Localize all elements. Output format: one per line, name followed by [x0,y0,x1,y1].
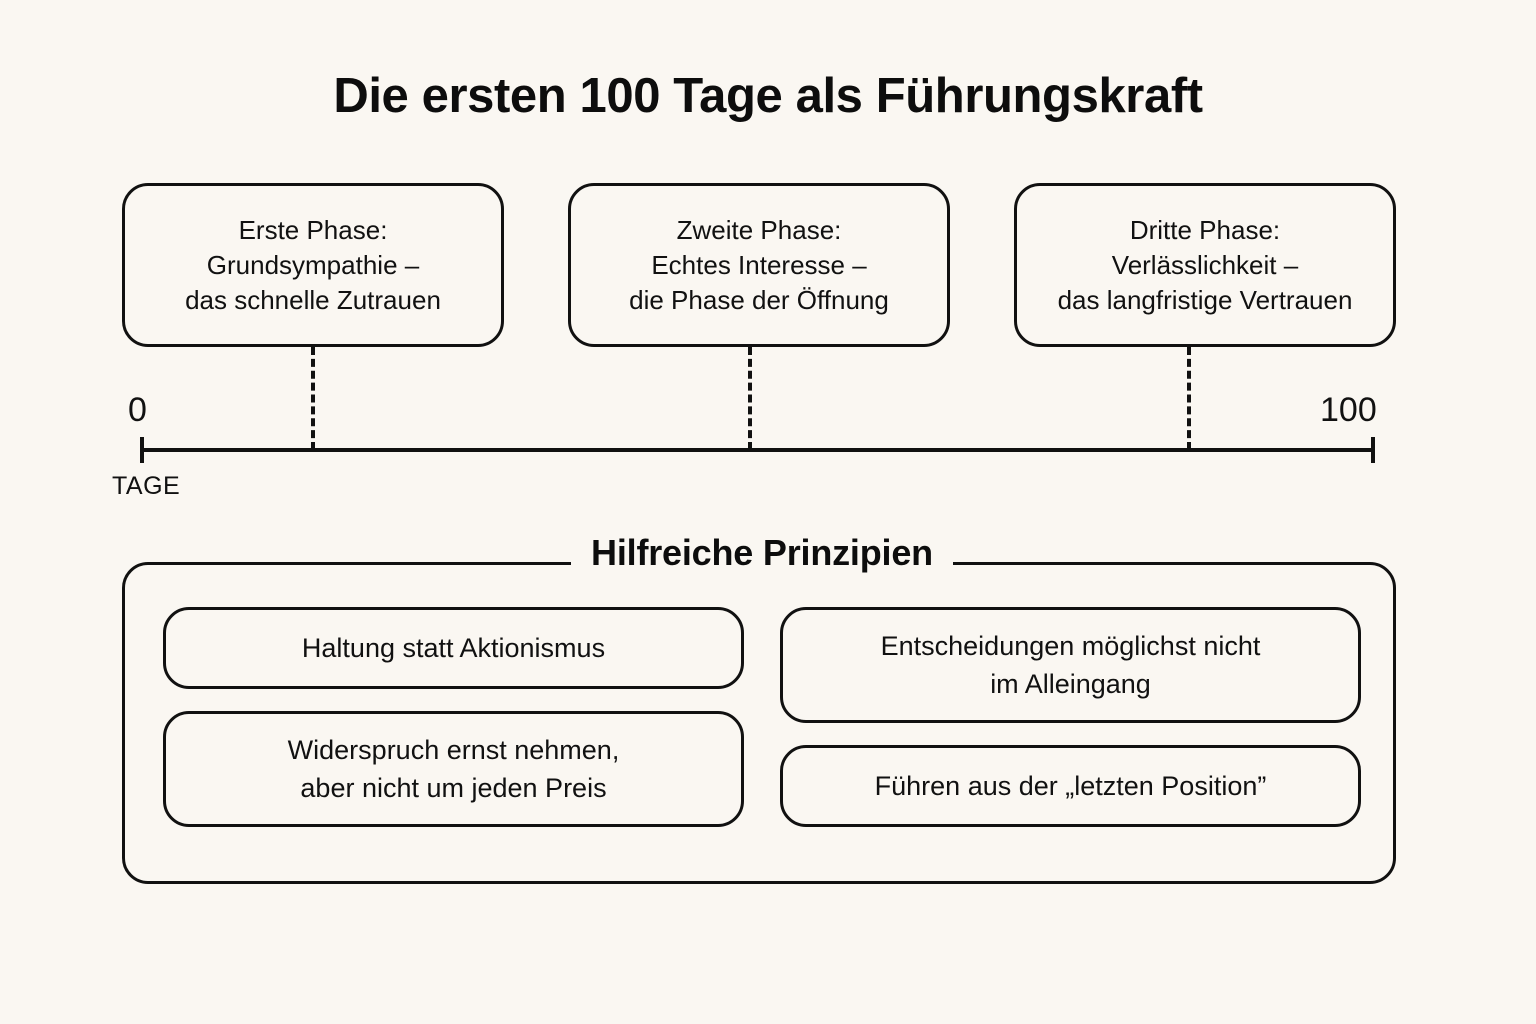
principles-panel-legend-text: Hilfreiche Prinzipien [571,532,953,574]
phase-1-connector-dash [311,347,315,450]
phase-box-row: Erste Phase: Grundsympathie – das schnel… [122,183,1396,347]
principle-box-4: Führen aus der „letzten Position” [780,745,1361,827]
phase-box-1: Erste Phase: Grundsympathie – das schnel… [122,183,504,347]
principles-grid: Haltung statt Aktionismus Widerspruch er… [163,607,1361,827]
timeline-axis-line [140,448,1375,452]
phase-2-connector-dash [748,347,752,450]
principles-panel: Hilfreiche Prinzipien Haltung statt Akti… [122,532,1396,884]
principle-box-4-text: Führen aus der „letzten Position” [874,771,1267,801]
principles-left-column: Haltung statt Aktionismus Widerspruch er… [163,607,744,827]
timeline-axis-group: 0 100 TAGE [0,347,1536,507]
timeline-min-label: 0 [128,391,147,429]
principle-box-1: Haltung statt Aktionismus [163,607,744,689]
principle-box-1-text: Haltung statt Aktionismus [301,633,606,663]
timeline-unit-label: TAGE [112,472,181,500]
phase-box-3-text: Dritte Phase: Verlässlichkeit – das lang… [1057,214,1353,315]
principle-box-3-text: Entscheidungen möglichst nicht im Allein… [880,631,1261,699]
page-title: Die ersten 100 Tage als Führungskraft [333,69,1203,123]
phase-box-2-text: Zweite Phase: Echtes Interesse – die Pha… [629,214,889,315]
principle-box-2-text: Widerspruch ernst nehmen, aber nicht um … [287,735,620,803]
phase-box-1-text: Erste Phase: Grundsympathie – das schnel… [185,214,441,315]
timeline-axis-start-cap [140,437,144,463]
timeline-axis-end-cap [1371,437,1375,463]
principle-box-3: Entscheidungen möglichst nicht im Allein… [780,607,1361,723]
phase-box-2: Zweite Phase: Echtes Interesse – die Pha… [568,183,950,347]
principles-panel-legend: Hilfreiche Prinzipien [125,532,1399,574]
principles-right-column: Entscheidungen möglichst nicht im Allein… [780,607,1361,827]
timeline-max-label: 100 [1320,391,1377,429]
principle-box-2: Widerspruch ernst nehmen, aber nicht um … [163,711,744,827]
phase-box-3: Dritte Phase: Verlässlichkeit – das lang… [1014,183,1396,347]
phase-3-connector-dash [1187,347,1191,450]
